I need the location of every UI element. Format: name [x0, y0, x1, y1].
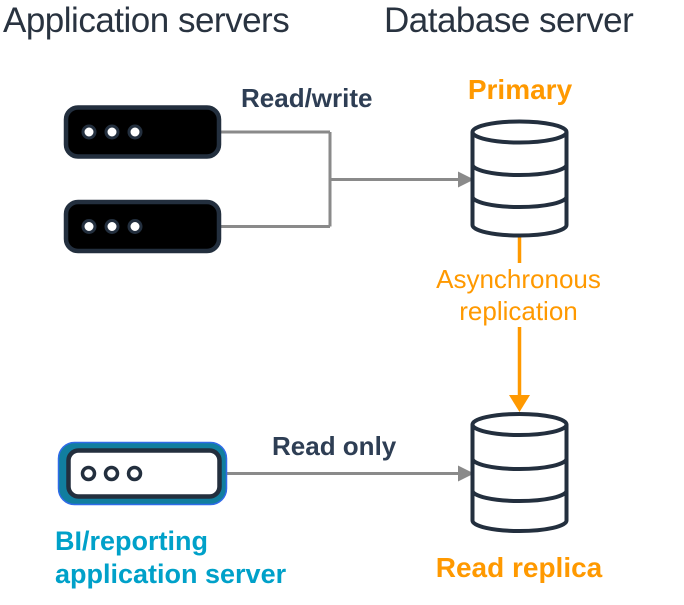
title-application-servers: Application servers [3, 1, 290, 40]
read-replica-db-icon [470, 412, 569, 533]
bi-app-server-icon [57, 441, 228, 506]
title-database-server: Database server [384, 1, 634, 40]
bi-app-server-label: BI/reporting application server [52, 523, 302, 595]
read-write-arrowhead-icon [458, 171, 474, 188]
read-only-label: Read only [272, 431, 397, 461]
bi-to-replica-connector [226, 465, 474, 482]
async-replication-label: Asynchronous replication [397, 263, 640, 327]
read-replica-label: Read replica [435, 552, 603, 583]
primary-label: Primary [467, 74, 573, 105]
primary-db-icon [470, 119, 569, 238]
read-write-label: Read/write [241, 83, 373, 113]
read-only-arrowhead-icon [458, 465, 474, 482]
app-server-2-icon [63, 199, 222, 254]
app-server-1-icon [63, 105, 222, 159]
read-write-line [219, 130, 459, 228]
app-servers-to-primary-connector [219, 130, 474, 228]
async-replication-arrowhead-icon [509, 395, 530, 412]
